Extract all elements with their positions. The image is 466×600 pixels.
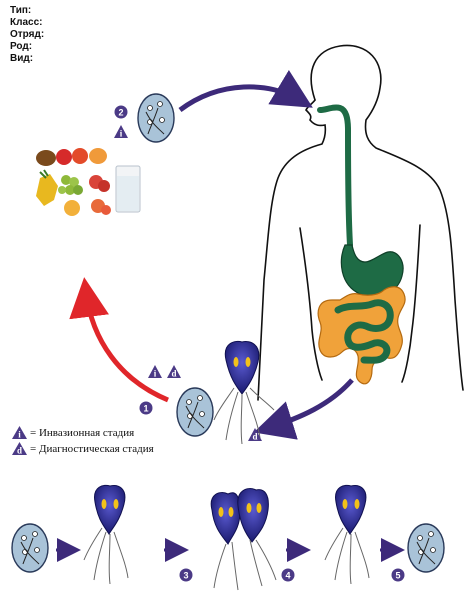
step-marker-1: 1 (139, 401, 153, 415)
svg-text:d: d (252, 432, 257, 442)
taxon-class-label: Класс: (10, 17, 43, 28)
excretion-arrow-icon (253, 378, 354, 440)
esophagus-icon (317, 104, 353, 248)
svg-text:5: 5 (395, 571, 400, 581)
svg-text:1: 1 (143, 404, 148, 414)
step-marker-3: 3 (179, 568, 193, 582)
step-marker-4: 4 (281, 568, 295, 582)
small-intestine-icon (334, 299, 394, 364)
infective-legend-icon: i (12, 426, 27, 439)
svg-text:4: 4 (285, 571, 290, 581)
step-marker-2: 2 (114, 105, 128, 119)
trophozoite-middle-icon (213, 340, 275, 445)
human-body-outline (257, 44, 464, 401)
cyst-bottom-left-icon (11, 523, 49, 573)
legend-infective: i = Инвазионная стадия (12, 426, 134, 439)
svg-text:i: i (120, 129, 123, 139)
stomach-icon (340, 244, 404, 298)
diagnostic-marker-middle: d (167, 365, 181, 379)
cyst-top-icon (137, 93, 175, 143)
diagnostic-legend-icon: d (12, 442, 27, 455)
taxon-genus-label: Род: (10, 41, 33, 52)
legend-diagnostic-text: = Диагностическая стадия (30, 442, 154, 455)
trophozoite-bottom-1-icon (83, 484, 129, 585)
trophozoite-bottom-2-icon (324, 484, 370, 585)
taxon-type-label: Тип: (10, 5, 32, 16)
infective-marker-top: i (114, 125, 128, 139)
svg-text:i: i (154, 369, 157, 379)
legend-diagnostic: d = Диагностическая стадия (12, 442, 154, 455)
taxon-species-label: Вид: (10, 53, 34, 64)
food-and-water-icon (36, 148, 141, 216)
cyst-bottom-icon (176, 387, 214, 437)
diagnostic-marker-intestine: d (248, 428, 262, 442)
trophozoite-dividing-icon (210, 488, 277, 591)
svg-text:d: d (17, 446, 22, 456)
contamination-arrow-icon (69, 277, 169, 403)
svg-text:2: 2 (118, 108, 123, 118)
step-marker-5: 5 (391, 568, 405, 582)
ingestion-arrow-icon (178, 69, 313, 113)
svg-text:i: i (18, 430, 21, 440)
colon-icon (317, 286, 406, 385)
svg-text:3: 3 (183, 571, 188, 581)
taxon-order-label: Отряд: (10, 29, 45, 40)
legend-infective-text: = Инвазионная стадия (30, 426, 135, 439)
infective-marker-middle: i (148, 365, 162, 379)
cyst-bottom-right-icon (407, 523, 445, 573)
svg-text:d: d (171, 369, 176, 379)
